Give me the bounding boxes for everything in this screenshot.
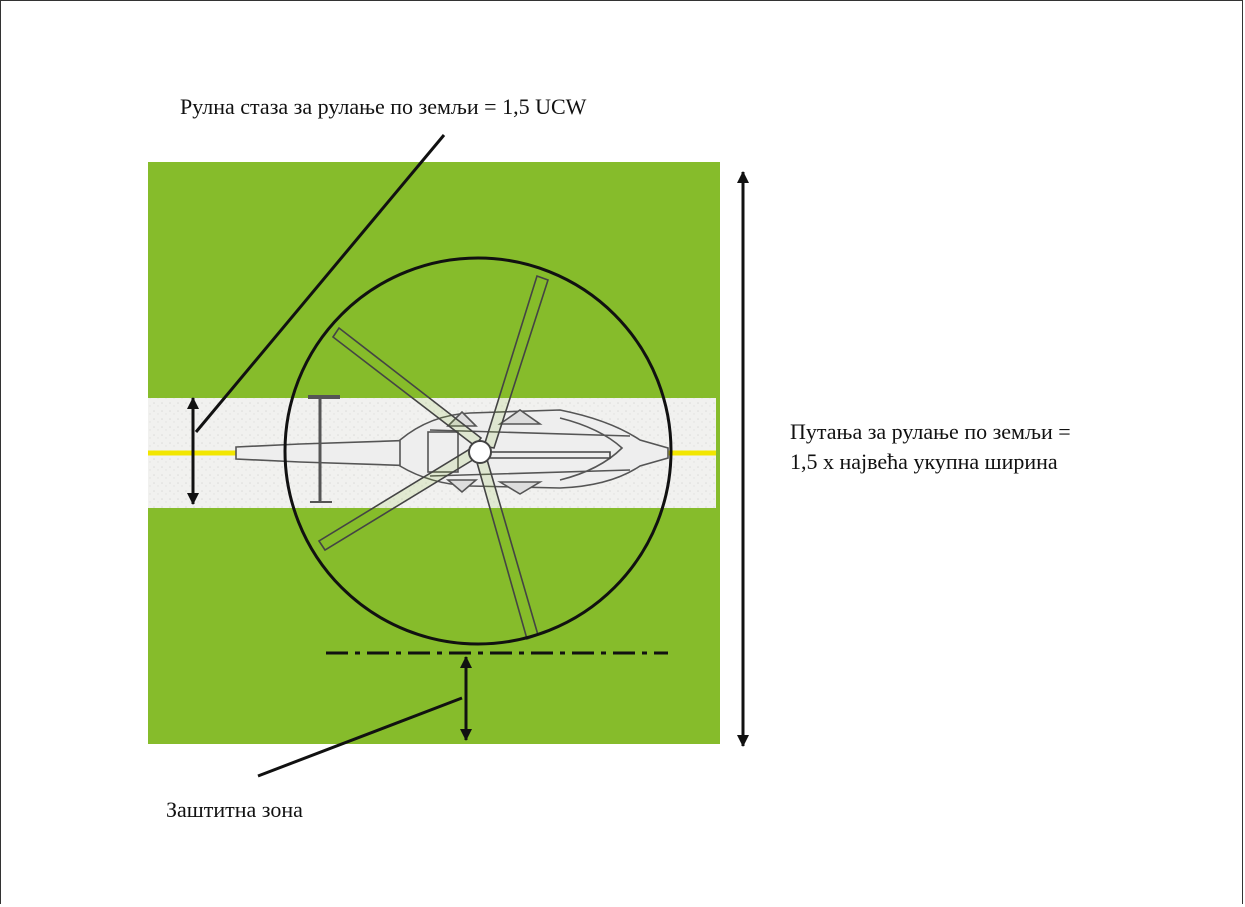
protection-area-leader-line	[257, 696, 463, 778]
rotor-disc-circle	[283, 256, 673, 646]
taxi-route-leader-line	[194, 134, 446, 433]
taxi-path-label: Путања за рулање по земљи = 1,5 x највећ…	[790, 417, 1071, 477]
rotor-hub	[468, 440, 492, 464]
taxi-path-label-line-1: Путања за рулање по земљи =	[790, 419, 1071, 444]
taxi-route-label: Рулна стаза за рулање по земљи = 1,5 UCW	[180, 94, 587, 119]
rotor-blades	[317, 274, 611, 641]
protection-area-label: Заштитна зона	[166, 797, 303, 822]
helicopter-icon	[235, 395, 669, 503]
taxi-path-label-line-2: 1,5 x највећа укупна ширина	[790, 449, 1058, 474]
